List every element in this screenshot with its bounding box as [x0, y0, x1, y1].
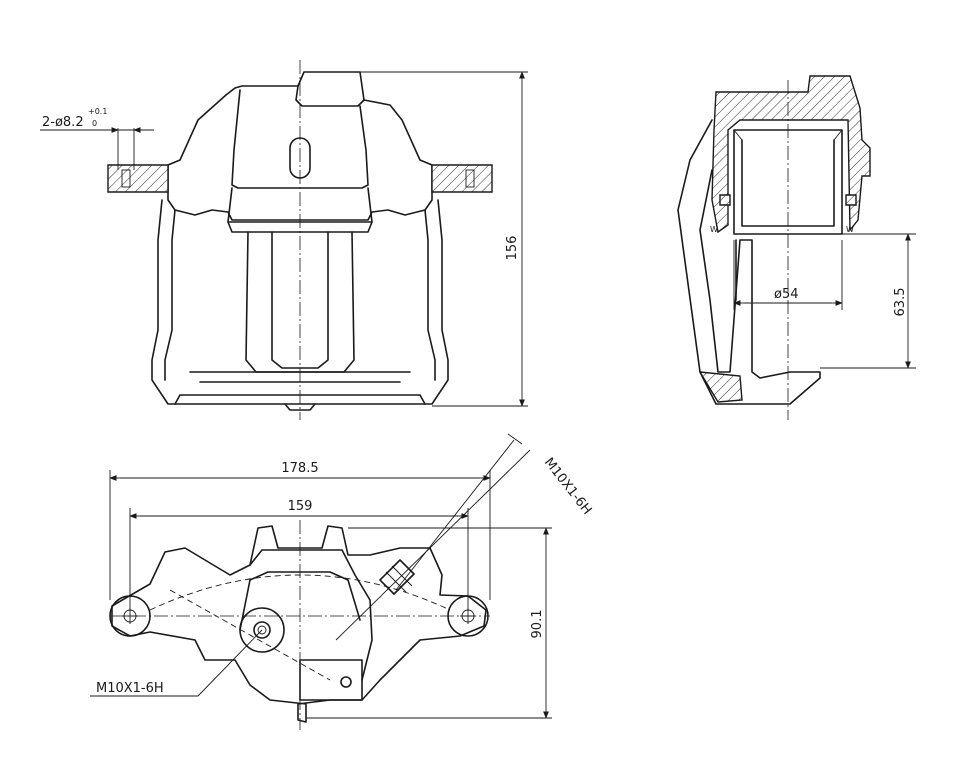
piston-diameter-label: ø54: [774, 287, 799, 302]
piston-diameter-dimension: ø54: [733, 240, 843, 310]
height-dimension: 156: [360, 71, 528, 407]
bleed-thread-callout: M10X1-6H: [335, 433, 594, 641]
hole-tol-upper: +0.1: [88, 107, 107, 116]
mount-spacing-label: 159: [288, 499, 313, 514]
overall-width-label: 178.5: [281, 461, 318, 476]
depth-dimension: 90.1: [306, 527, 552, 719]
hole-tol-lower: 0: [92, 119, 97, 128]
inlet-thread-callout: M10X1-6H: [90, 629, 263, 697]
piston-height-label: 63.5: [893, 288, 908, 317]
hole-dimension: 2-ø8.2 +0.1 0: [40, 107, 154, 170]
overall-width-dimension: 178.5: [109, 461, 491, 600]
right-mount-ear: [431, 164, 493, 193]
mount-spacing-dimension: 159: [129, 499, 469, 610]
left-mount-ear: [107, 164, 169, 193]
piston-height-dimension: 63.5: [820, 233, 916, 369]
front-view: [107, 60, 493, 420]
inlet-thread-label: M10X1-6H: [96, 681, 164, 696]
svg-text:W: W: [710, 225, 718, 234]
svg-text:W: W: [846, 225, 854, 234]
height-label: 156: [505, 236, 520, 261]
bleed-thread-label: M10X1-6H: [541, 455, 594, 518]
hole-spec-label: 2-ø8.2: [42, 115, 84, 130]
top-view: [109, 520, 490, 730]
depth-label: 90.1: [530, 610, 545, 639]
section-view: W W: [677, 75, 871, 420]
